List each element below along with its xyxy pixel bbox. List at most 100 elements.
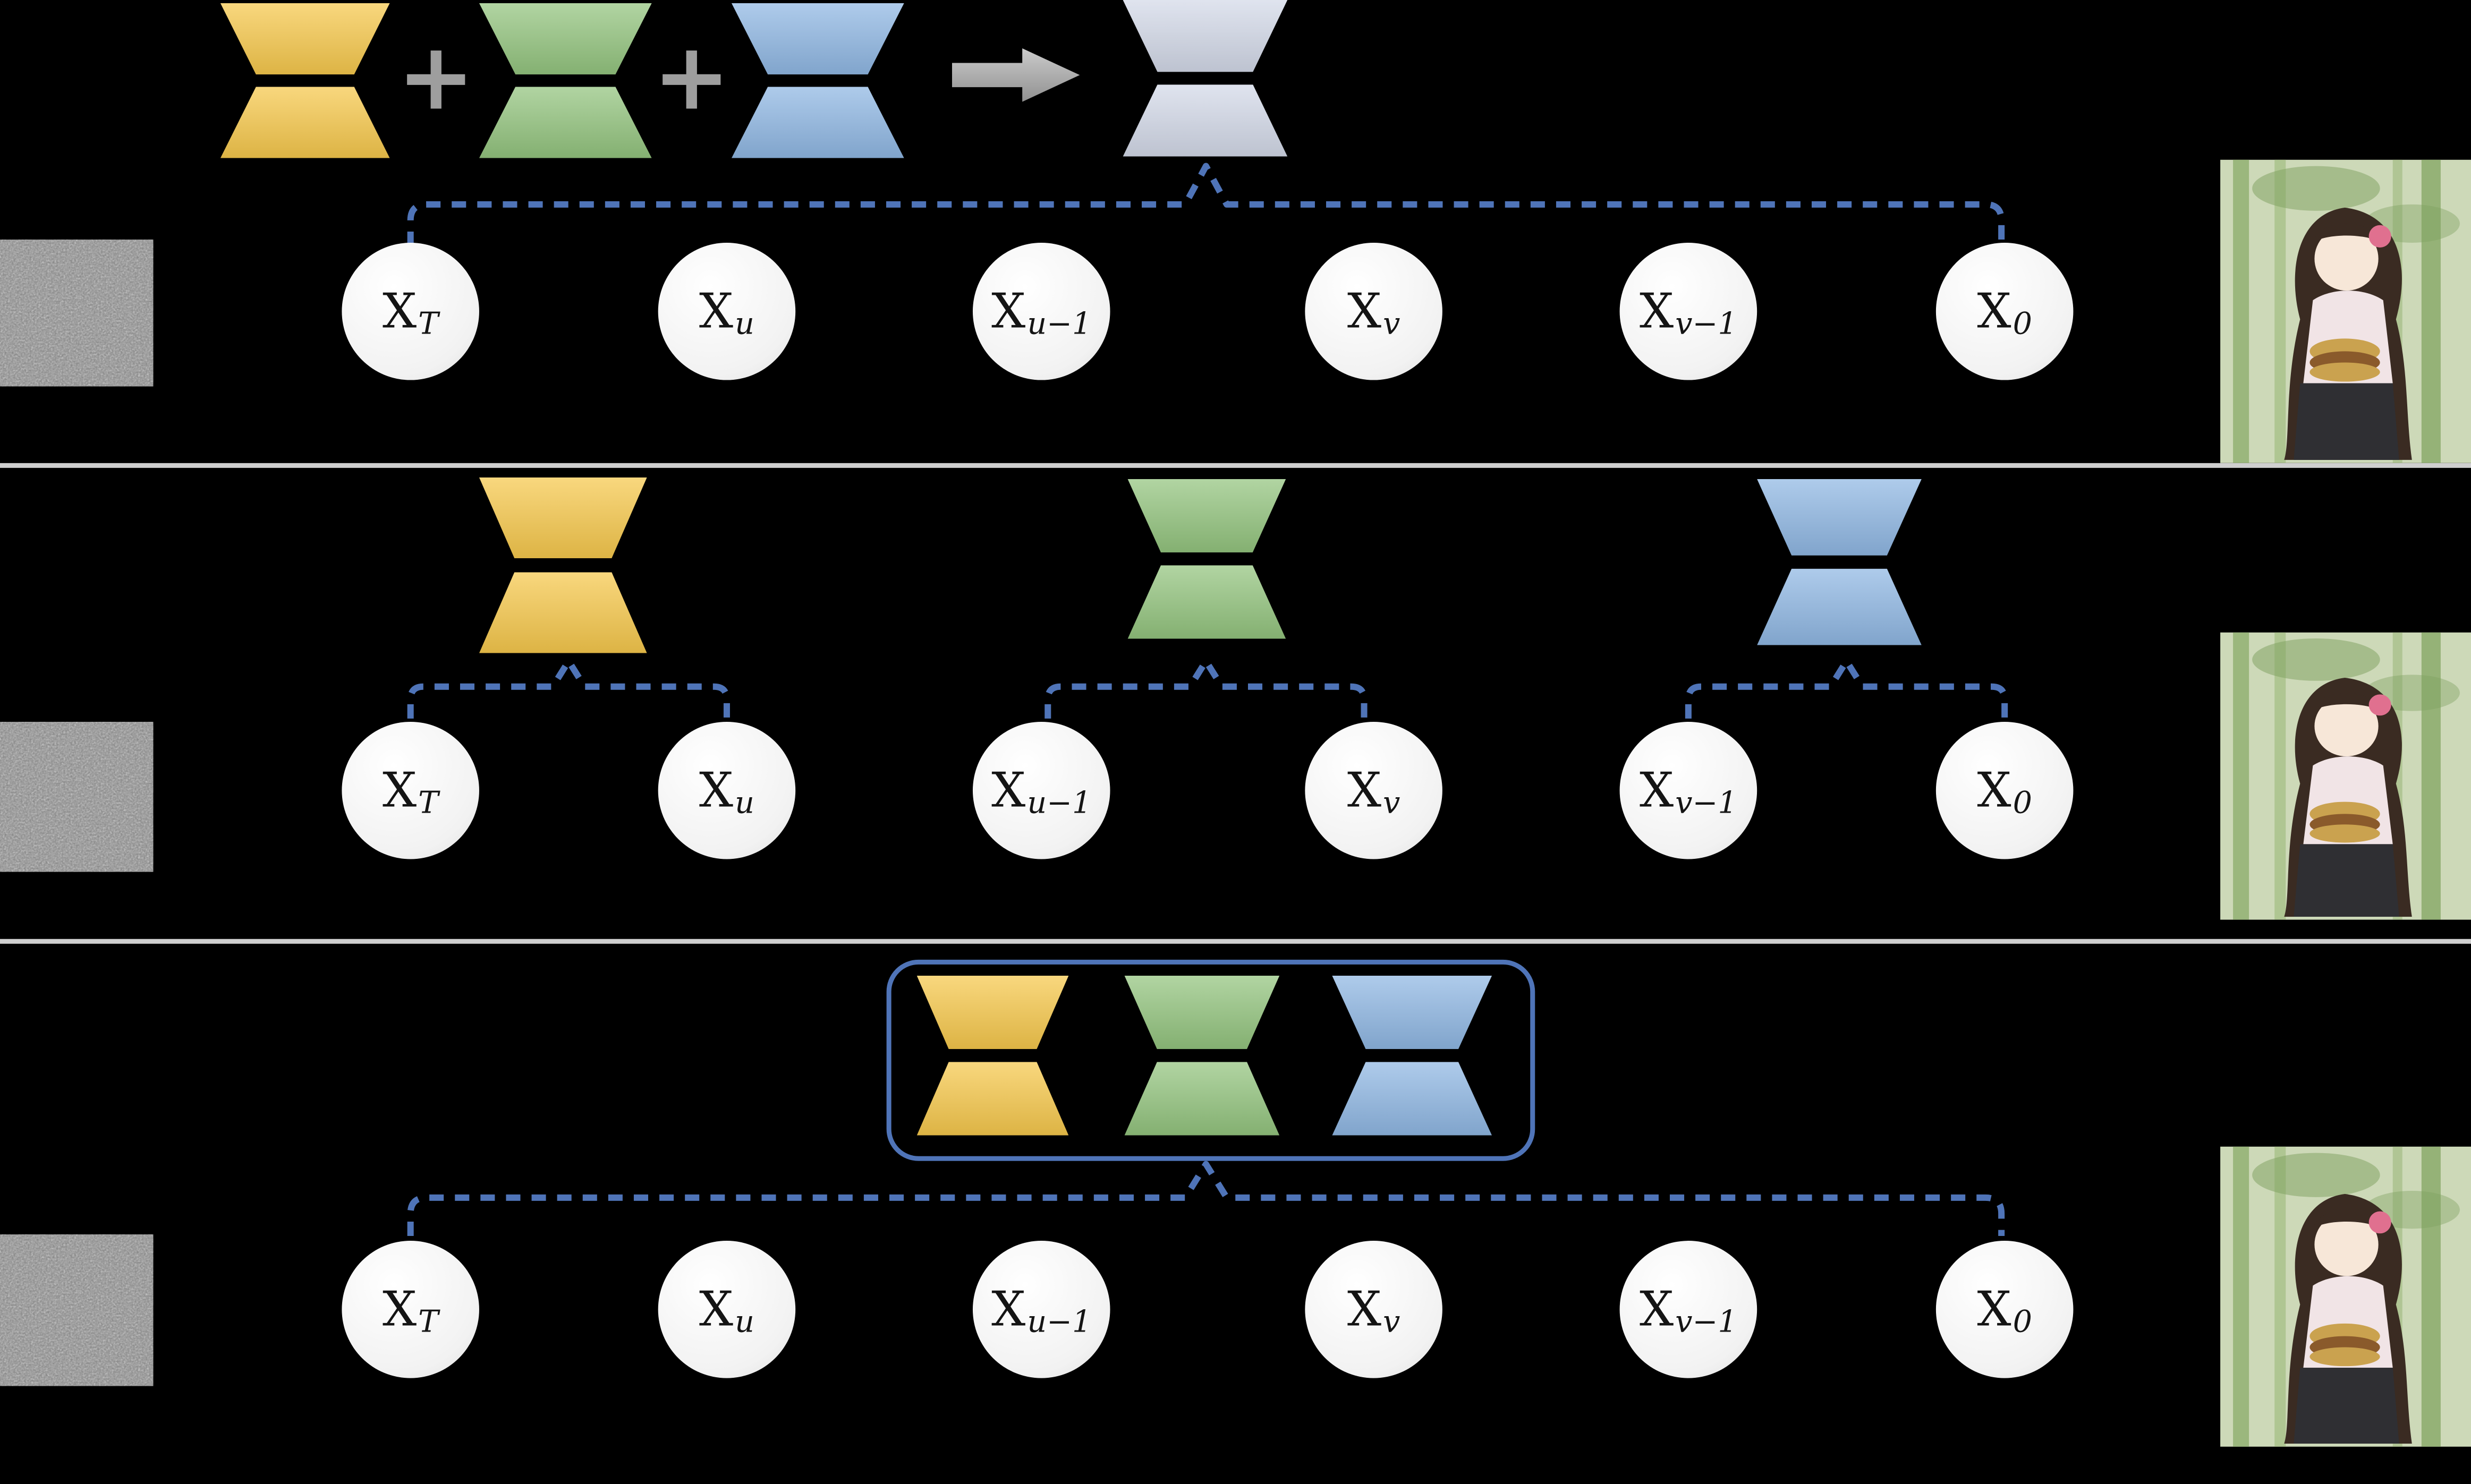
ensemble-box <box>886 959 1535 1161</box>
generated-image <box>2220 632 2471 920</box>
unet-green-icon <box>1127 479 1286 639</box>
unet-encoder <box>916 975 1069 1050</box>
unet-decoder <box>1757 568 1922 645</box>
node-base: X <box>382 283 417 339</box>
node-sub: T <box>418 306 439 342</box>
unet-blue-icon <box>731 3 904 158</box>
unet-decoder <box>1332 1062 1492 1136</box>
node-sub: u <box>735 1304 754 1340</box>
noise-input-image <box>0 1234 154 1386</box>
node-base: X <box>699 283 734 339</box>
node-sub: 0 <box>2013 306 2032 342</box>
row-divider <box>0 939 2471 944</box>
node-sub: v <box>1383 786 1400 821</box>
dashed-bracket-connector <box>1045 658 1368 719</box>
node-base: X <box>699 1281 734 1337</box>
dashed-bracket-connector <box>407 658 730 719</box>
node-sub: u <box>735 306 754 342</box>
node-base: X <box>382 762 417 818</box>
node-base: X <box>1977 762 2011 818</box>
node-base: X <box>1639 762 1674 818</box>
node-base: X <box>382 1281 417 1337</box>
dashed-bracket-connector <box>407 163 2005 246</box>
unet-encoder <box>731 3 904 75</box>
unet-encoder <box>1124 975 1280 1050</box>
node-sub: u−1 <box>1027 306 1092 342</box>
unet-decoder <box>479 572 647 653</box>
plus-icon: + <box>652 22 731 131</box>
unet-decoder <box>1127 565 1286 639</box>
noise-input-image <box>0 721 154 872</box>
unet-yellow-icon <box>916 975 1069 1136</box>
unet-decoder <box>731 87 904 158</box>
node-sub: T <box>418 786 439 821</box>
unet-yellow-icon <box>220 3 390 158</box>
arrow-right-icon <box>952 48 1080 102</box>
unet-green-icon <box>479 3 652 158</box>
node-base: X <box>1639 1281 1674 1337</box>
unet-decoder <box>1123 84 1288 157</box>
unet-decoder <box>479 87 652 158</box>
generated-image <box>2220 159 2471 463</box>
unet-green-icon <box>1124 975 1280 1136</box>
unet-yellow-icon <box>479 477 647 653</box>
unet-merged-icon <box>1123 0 1288 157</box>
plus-icon: + <box>397 22 475 131</box>
unet-encoder <box>479 3 652 75</box>
unet-encoder <box>1757 479 1922 556</box>
node-sub: u <box>735 786 754 821</box>
node-base: X <box>1347 762 1382 818</box>
unet-encoder <box>479 477 647 559</box>
node-base: X <box>991 762 1026 818</box>
node-sub: 0 <box>2013 1304 2032 1340</box>
node-base: X <box>1977 283 2011 339</box>
node-sub: v <box>1383 306 1400 342</box>
unet-encoder <box>1123 0 1288 72</box>
node-sub: u−1 <box>1027 786 1092 821</box>
unet-encoder <box>220 3 390 75</box>
node-sub: 0 <box>2013 786 2032 821</box>
noise-input-image <box>0 239 154 387</box>
node-base: X <box>1639 283 1674 339</box>
unet-encoder <box>1332 975 1492 1050</box>
unet-encoder <box>1127 479 1286 553</box>
unet-blue-icon <box>1757 479 1922 645</box>
node-base: X <box>991 283 1026 339</box>
node-sub: v <box>1383 1304 1400 1340</box>
generated-image <box>2220 1146 2471 1447</box>
node-sub: T <box>418 1304 439 1340</box>
node-sub: v−1 <box>1675 786 1737 821</box>
dashed-bracket-connector <box>1685 658 2008 719</box>
node-sub: v−1 <box>1675 1304 1737 1340</box>
node-base: X <box>1347 1281 1382 1337</box>
node-sub: u−1 <box>1027 1304 1092 1340</box>
unet-decoder <box>220 87 390 158</box>
node-base: X <box>1977 1281 2011 1337</box>
node-base: X <box>991 1281 1026 1337</box>
node-base: X <box>699 762 734 818</box>
unet-blue-icon <box>1332 975 1492 1136</box>
unet-decoder <box>916 1062 1069 1136</box>
node-sub: v−1 <box>1675 306 1737 342</box>
row-divider <box>0 463 2471 468</box>
